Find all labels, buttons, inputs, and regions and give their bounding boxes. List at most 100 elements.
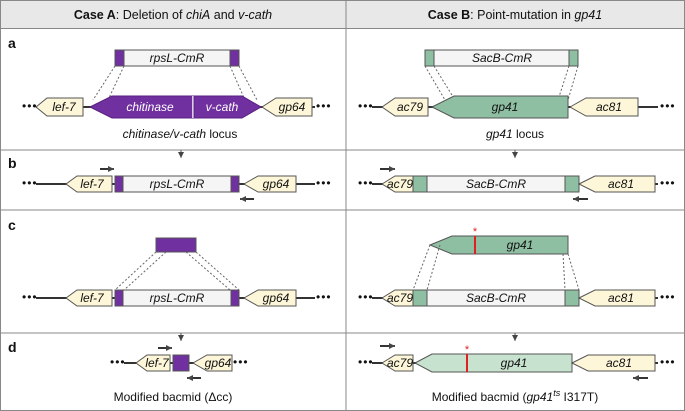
cassette-label: rpsL-CmR	[150, 291, 205, 305]
chitinase-label: chitinase	[126, 100, 174, 114]
gene-lef7: lef-7	[35, 97, 84, 117]
ellipsis-left: •••	[358, 99, 374, 113]
homology-arm-left	[114, 49, 125, 67]
ac79-label: ac79	[387, 291, 413, 305]
gene-gp64: gp64	[261, 97, 313, 117]
gp41-mutant-fragment	[428, 235, 569, 255]
rpsl-cassette-a: rpsL-CmR	[114, 49, 240, 67]
lef7-arrow	[35, 97, 84, 117]
recombination-lines	[412, 244, 580, 291]
mutation-asterisk: *	[465, 344, 470, 356]
case-b-row-a: SacB-CmR ••• ••• ac79 gp41 ac81 gp41 loc…	[358, 49, 676, 141]
ac81-arrow	[577, 289, 656, 307]
lef7-arrow	[65, 289, 113, 307]
modified-bacmid-caption-a: Modified bacmid (Δcc)	[114, 390, 233, 404]
ellipsis-left: •••	[110, 355, 126, 369]
header-case-a: Case A: Deletion of chiA and v-cath	[74, 8, 272, 22]
ac81-arrow	[570, 354, 656, 372]
case-a-row-b: ••• ••• lef-7 rpsL-CmR gp64	[22, 166, 332, 202]
row-label-a: a	[8, 35, 16, 51]
gp64-arrow	[242, 175, 297, 193]
homology-arm-right	[230, 289, 240, 307]
modified-bacmid-caption-b: Modified bacmid (gp41ts I317T)	[432, 388, 598, 404]
ellipsis-right: •••	[233, 355, 249, 369]
ellipsis-left: •••	[358, 290, 374, 304]
ellipsis-right: •••	[660, 176, 676, 190]
homology-arm-right	[564, 289, 580, 307]
gene-vcath: v-cath	[193, 95, 262, 119]
lef7-label: lef-7	[80, 291, 105, 305]
gp41-label: gp41	[492, 100, 519, 114]
lef7-arrow	[135, 354, 171, 372]
deletion-scar	[172, 354, 190, 372]
case-b-row-b: ••• ••• ac79 SacB-CmR ac81	[358, 166, 676, 202]
gp64-arrow	[242, 289, 297, 307]
case-a-row-a: rpsL-CmR ••• ••• lef-7 chitinase v-cath …	[22, 49, 332, 141]
sacb-cassette-a: SacB-CmR	[424, 49, 579, 67]
ac79-label: ac79	[397, 100, 423, 114]
gp64-label: gp64	[263, 177, 290, 191]
cassette-label: SacB-CmR	[472, 51, 532, 65]
vcath-arrow	[193, 95, 262, 119]
ellipsis-right: •••	[660, 99, 676, 113]
header-case-b: Case B: Point-mutation in gp41	[428, 8, 602, 22]
gp64-label: gp64	[263, 291, 290, 305]
ellipsis-right: •••	[316, 176, 332, 190]
homology-arm-left	[424, 49, 435, 67]
ac81-label: ac81	[606, 356, 632, 370]
ac79-label: ac79	[387, 356, 413, 370]
homology-arm-right	[568, 49, 579, 67]
lef7-label: lef-7	[145, 356, 170, 370]
ac79-label: ac79	[387, 177, 413, 191]
row-label-d: d	[8, 339, 17, 355]
vcath-label: v-cath	[206, 100, 239, 114]
cassette-label: rpsL-CmR	[150, 51, 205, 65]
ac81-label: ac81	[596, 100, 622, 114]
cassette-label: SacB-CmR	[466, 177, 526, 191]
ac79-arrow	[381, 97, 429, 117]
homology-arm-left	[114, 289, 124, 307]
homology-arm-right	[564, 175, 580, 193]
gp64-arrow	[261, 97, 313, 117]
gp41-arrow	[430, 95, 569, 119]
gp64-label: gp64	[279, 100, 306, 114]
ac81-arrow	[568, 97, 639, 117]
lef7-label: lef-7	[52, 100, 77, 114]
gp41-label: gp41	[501, 356, 528, 370]
ellipsis-left: •••	[358, 176, 374, 190]
case-a-row-c: ••• ••• lef-7 rpsL-CmR gp64	[22, 237, 332, 307]
ac81-label: ac81	[608, 177, 634, 191]
locus-caption-b: gp41 locus	[486, 127, 544, 141]
ellipsis-right: •••	[660, 290, 676, 304]
ac79-arrow	[381, 354, 414, 372]
gp41-mutant-arrow	[413, 353, 573, 373]
case-a-row-d: ••• ••• lef-7 gp64 Modified bacmid (Δcc)	[110, 345, 249, 404]
homology-arm-right	[229, 49, 240, 67]
gene-chitinase: chitinase	[88, 95, 194, 119]
locus-caption-a: chitinase/v-cath locus	[123, 127, 238, 141]
homology-arm-left	[114, 175, 124, 193]
recombination-lines	[92, 65, 258, 101]
lef7-arrow	[65, 175, 113, 193]
homology-arm-left	[412, 289, 428, 307]
gp64-label: gp64	[205, 356, 232, 370]
cassette-label: rpsL-CmR	[150, 177, 205, 191]
lef7-label: lef-7	[80, 177, 105, 191]
recombination-lines	[114, 251, 240, 291]
case-b-row-d: ••• ••• ac79 * gp41 ac81 Modified bacmid…	[358, 343, 676, 404]
ellipsis-left: •••	[22, 176, 38, 190]
homology-arm-right	[230, 175, 240, 193]
row-label-c: c	[8, 217, 16, 233]
case-b-row-c: * gp41 ••• ••• ac79 SacB-CmR ac81	[358, 226, 676, 307]
ellipsis-right: •••	[660, 355, 676, 369]
ellipsis-right: •••	[316, 99, 332, 113]
ac81-label: ac81	[608, 291, 634, 305]
ac81-arrow	[577, 175, 656, 193]
ellipsis-right: •••	[316, 290, 332, 304]
cassette-label: SacB-CmR	[466, 291, 526, 305]
ellipsis-left: •••	[358, 355, 374, 369]
gp64-arrow	[191, 354, 233, 372]
